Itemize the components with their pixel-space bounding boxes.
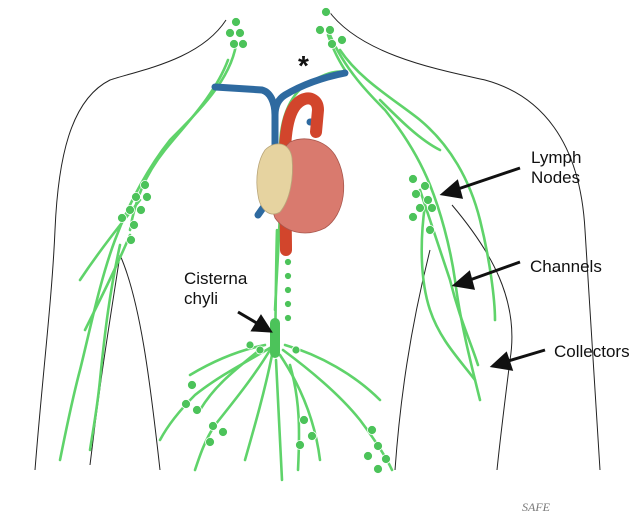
- lymph-node: [246, 341, 254, 349]
- lymph-node: [256, 346, 264, 354]
- right-arm-channel-1: [330, 35, 480, 400]
- arrow-collectors: [493, 350, 545, 369]
- lymph-node: [206, 438, 215, 447]
- lymph-node: [137, 206, 146, 215]
- lymph-node: [424, 196, 433, 205]
- lymph-node: [374, 465, 383, 474]
- lymph-node: [193, 406, 202, 415]
- lymph-nodes-label-line-1: Lymph: [531, 148, 581, 168]
- lymph-nodes-label: Lymph Nodes: [531, 148, 581, 188]
- right-inner-arm-outline: [452, 205, 512, 470]
- lymph-node: [132, 193, 141, 202]
- lymph-node: [338, 36, 347, 45]
- lymph-node: [285, 287, 292, 294]
- lymph-node: [141, 181, 150, 190]
- arrow-cisterna-chyli: [238, 312, 270, 331]
- lymph-node: [426, 226, 435, 235]
- abdomen-channel-3: [245, 355, 272, 460]
- arrow-lymph-nodes: [443, 168, 520, 197]
- lymph-node: [285, 259, 292, 266]
- lymph-node: [428, 204, 437, 213]
- cisterna-chyli-label-line-1: Cisterna: [184, 269, 247, 289]
- lymph-node: [285, 301, 292, 308]
- cisterna-chyli-label-line-2: chyli: [184, 289, 247, 309]
- lymph-node: [316, 26, 325, 35]
- lymph-node: [292, 346, 300, 354]
- lymph-node: [421, 182, 430, 191]
- lymph-node: [118, 214, 127, 223]
- lymph-node: [300, 416, 309, 425]
- lymph-node: [285, 315, 292, 322]
- left-torso-outline: [120, 255, 160, 470]
- lymph-node: [328, 40, 337, 49]
- lymph-node: [126, 206, 135, 215]
- lymph-node: [409, 213, 418, 222]
- lymph-node: [230, 40, 239, 49]
- lymph-node: [232, 18, 241, 27]
- arrow-channels: [455, 262, 520, 288]
- lymph-node: [416, 204, 425, 213]
- lymph-node: [326, 26, 335, 35]
- artist-signature: SAFE: [522, 500, 550, 515]
- abdomen-channel-4: [276, 360, 282, 480]
- abdomen-channel-10: [290, 365, 299, 470]
- channels-label: Channels: [530, 257, 602, 277]
- lymph-node: [285, 273, 292, 280]
- lymph-node: [182, 400, 191, 409]
- lymph-node: [236, 29, 245, 38]
- left-shoulder-arm-outline: [35, 20, 226, 470]
- collectors-label: Collectors: [554, 342, 630, 362]
- lymph-node: [412, 190, 421, 199]
- lymph-node: [239, 40, 248, 49]
- lymph-node: [226, 29, 235, 38]
- abdomen-channel-8: [190, 345, 265, 375]
- lymph-node: [219, 428, 228, 437]
- lymph-node: [296, 441, 305, 450]
- right-arm-channel-4: [380, 100, 440, 150]
- lymph-node: [127, 236, 136, 245]
- right-shoulder-arm-outline: [328, 10, 600, 470]
- lymph-node: [368, 426, 377, 435]
- lymph-node: [382, 455, 391, 464]
- lymph-node: [374, 442, 383, 451]
- lymph-node: [364, 452, 373, 461]
- cisterna-chyli: [270, 318, 280, 358]
- cisterna-chyli-label: Cisterna chyli: [184, 269, 247, 309]
- lymph-nodes-label-line-2: Nodes: [531, 168, 581, 188]
- lymph-node: [409, 175, 418, 184]
- left-brachiocephalic-vein: [215, 87, 275, 150]
- lymph-node: [209, 422, 218, 431]
- lymph-node: [143, 193, 152, 202]
- left-arm-channel-5: [90, 245, 120, 450]
- lymph-node: [322, 8, 331, 17]
- lymph-node: [308, 432, 317, 441]
- asterisk-marker: *: [298, 50, 309, 82]
- lymph-node: [130, 221, 139, 230]
- lymph-node: [188, 381, 197, 390]
